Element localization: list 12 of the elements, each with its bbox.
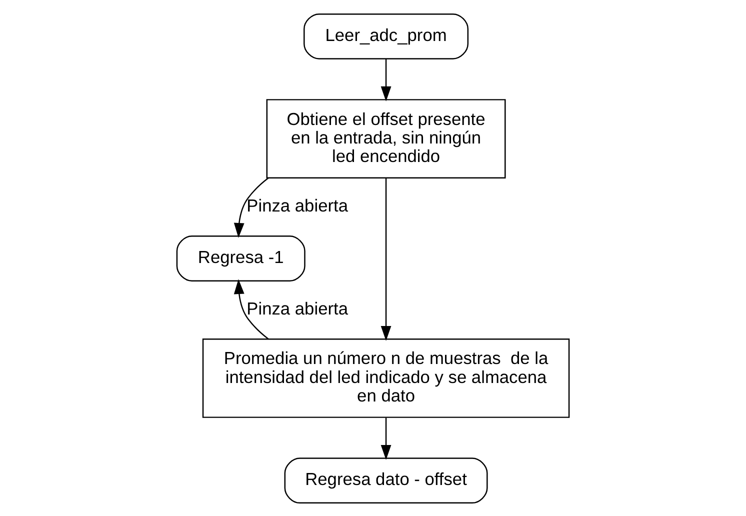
node-box: Regresa dato - offset bbox=[284, 457, 488, 504]
node-box: Regresa -1 bbox=[176, 235, 306, 281]
edge-label: Pinza abierta bbox=[246, 298, 348, 318]
node-box: Leer_adc_prom bbox=[304, 12, 469, 59]
arrow bbox=[234, 278, 269, 340]
arrow bbox=[380, 178, 392, 340]
arrow bbox=[380, 417, 392, 460]
edge-label: Pinza abierta bbox=[246, 195, 348, 216]
node-box: Obtiene el offset presente en la entrada, sin ningún led encendido bbox=[266, 98, 506, 178]
arrow bbox=[380, 58, 392, 101]
arrow bbox=[234, 176, 269, 238]
node-box: Promedia un número n de muestras de la intensidad del led indicado y se almacena en dato bbox=[202, 338, 570, 418]
